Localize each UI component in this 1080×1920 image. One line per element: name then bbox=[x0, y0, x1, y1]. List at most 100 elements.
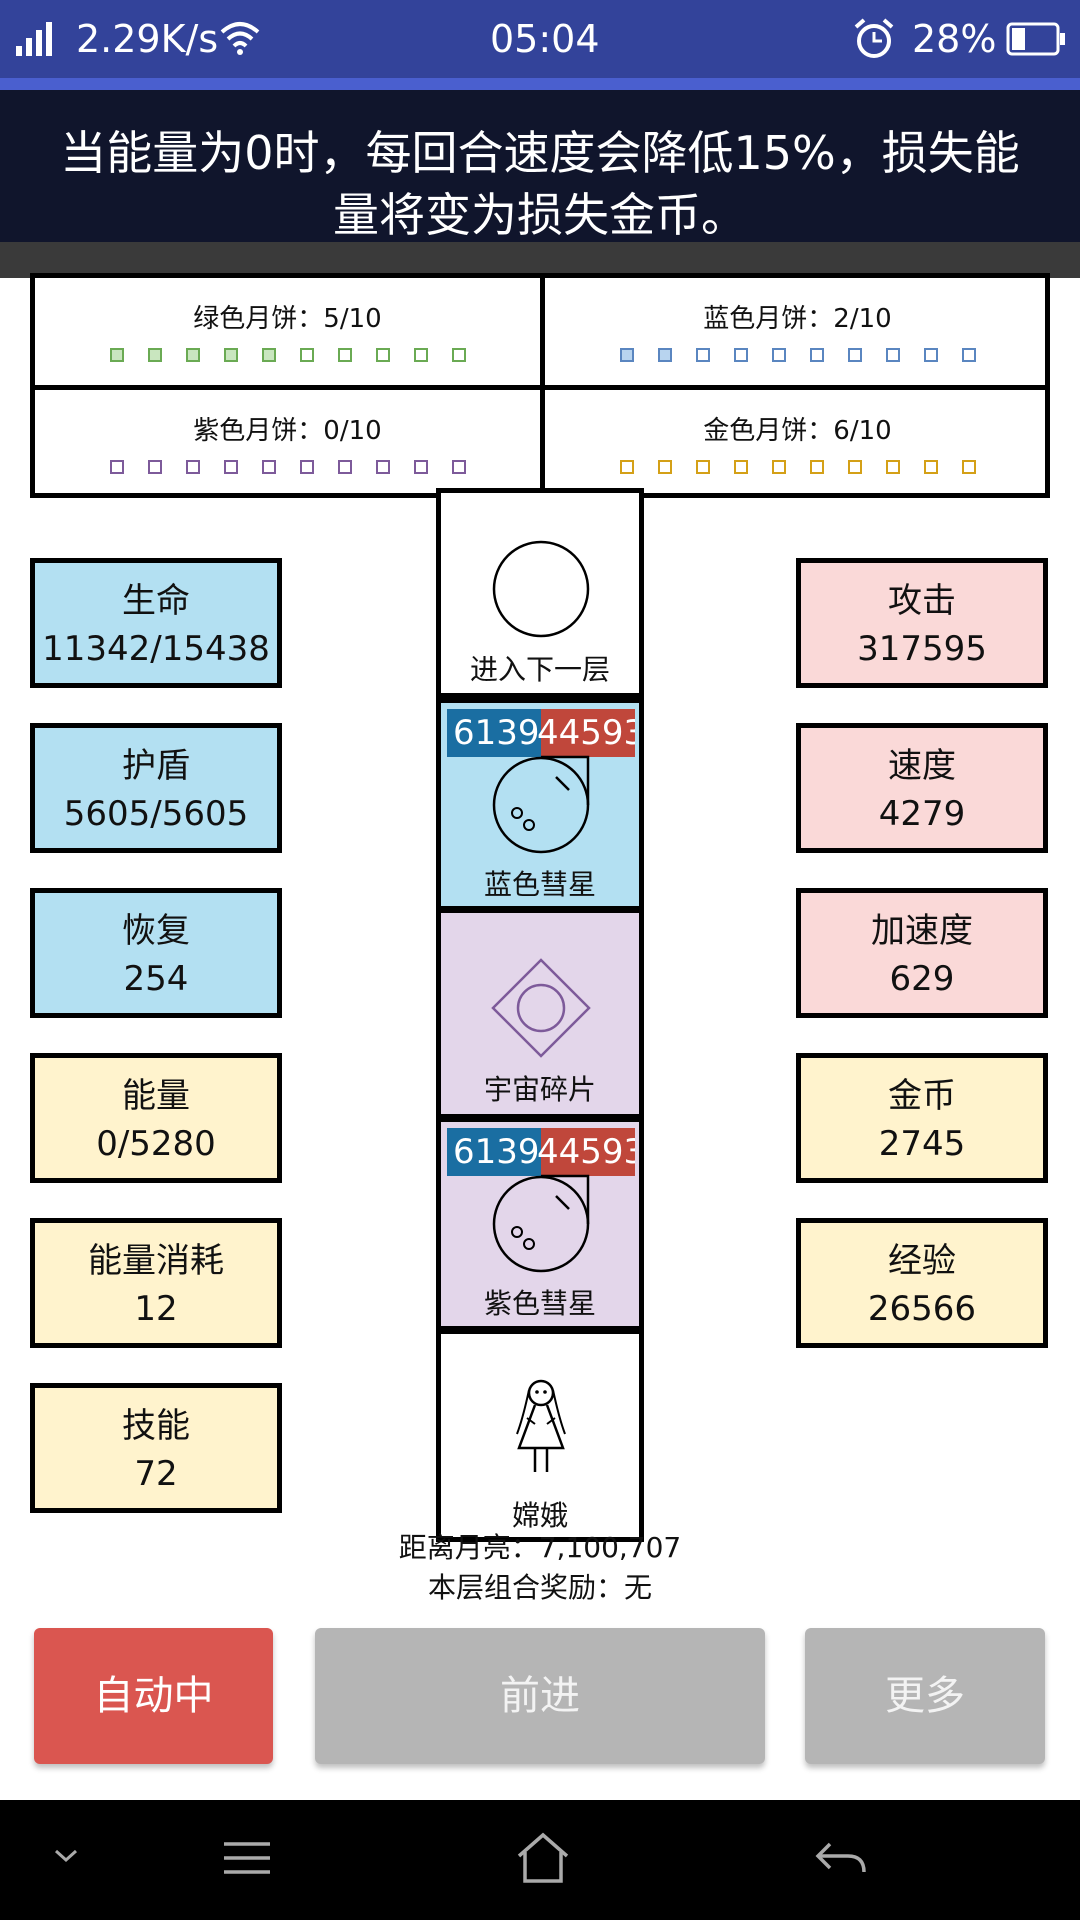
mooncake-collected bbox=[185, 348, 200, 362]
mooncake-empty bbox=[223, 460, 238, 474]
mooncake-empty bbox=[147, 460, 162, 474]
mooncake-progress-grid: 绿色月饼：5/10 蓝色月饼：2/10 紫色月饼：0/10 金色月饼：6/10 bbox=[30, 273, 1050, 498]
comet-icon bbox=[491, 755, 591, 859]
enemy-cell-purple-comet[interactable]: 6139 44593 紫色彗星 bbox=[436, 1117, 644, 1331]
stat-value: 317595 bbox=[857, 629, 987, 669]
network-speed: 2.29K/s bbox=[76, 17, 219, 61]
enemy-name: 紫色彗星 bbox=[483, 1287, 596, 1320]
stat-energy-cost: 能量消耗 12 bbox=[30, 1218, 282, 1348]
player-cell[interactable]: 嫦娥 bbox=[436, 1329, 644, 1542]
distance-to-moon: 距离月亮：7,100,707 bbox=[398, 1531, 682, 1564]
next-floor-label: 进入下一层 bbox=[469, 653, 610, 686]
mooncake-empty bbox=[451, 348, 466, 362]
mooncake-empty bbox=[657, 460, 672, 474]
stat-value: 4279 bbox=[878, 794, 966, 834]
mooncake-empty bbox=[733, 460, 748, 474]
mooncake-empty bbox=[375, 348, 390, 362]
enemy-hp-max: 44593 bbox=[537, 1132, 635, 1172]
mooncake-green: 绿色月饼：5/10 bbox=[35, 278, 540, 386]
stat-name: 加速度 bbox=[871, 911, 973, 951]
stat-name: 金币 bbox=[888, 1076, 956, 1116]
menu-icon[interactable] bbox=[222, 1840, 272, 1880]
stat-energy: 能量 0/5280 bbox=[30, 1053, 282, 1183]
mooncake-collected bbox=[619, 348, 634, 362]
stat-health: 生命 11342/15438 bbox=[30, 558, 282, 688]
mooncake-gold: 金色月饼：6/10 bbox=[545, 390, 1050, 498]
stat-speed: 速度 4279 bbox=[796, 723, 1048, 853]
stat-value: 2745 bbox=[878, 1124, 966, 1164]
toast-shadow bbox=[0, 242, 1080, 278]
stat-skill: 技能 72 bbox=[30, 1383, 282, 1513]
enemy-name: 蓝色彗星 bbox=[483, 868, 596, 901]
mooncake-purple: 紫色月饼：0/10 bbox=[35, 390, 540, 498]
enemy-cell-blue-comet[interactable]: 6139 44593 蓝色彗星 bbox=[436, 698, 644, 911]
mooncake-collected bbox=[261, 348, 276, 362]
mooncake-dots bbox=[545, 460, 1050, 474]
more-button[interactable]: 更多 bbox=[805, 1628, 1045, 1764]
stat-name: 能量 bbox=[122, 1076, 190, 1116]
mooncake-empty bbox=[885, 348, 900, 362]
mooncake-empty bbox=[299, 348, 314, 362]
stat-experience: 经验 26566 bbox=[796, 1218, 1048, 1348]
chevron-down-icon[interactable] bbox=[54, 1848, 78, 1868]
stat-value: 11342/15438 bbox=[42, 629, 270, 669]
wifi-icon bbox=[218, 20, 262, 60]
hp-bar-blue bbox=[447, 709, 541, 757]
portal-circle-icon bbox=[491, 539, 591, 643]
mooncake-dots bbox=[35, 348, 540, 362]
mooncake-label: 紫色月饼：0/10 bbox=[193, 416, 382, 446]
mooncake-dots bbox=[35, 460, 540, 474]
hp-bar-blue bbox=[447, 1128, 541, 1176]
stat-name: 经验 bbox=[888, 1241, 956, 1281]
battery-icon bbox=[1006, 22, 1066, 60]
mooncake-empty bbox=[337, 460, 352, 474]
fragment-cell[interactable]: 宇宙碎片 bbox=[436, 908, 644, 1119]
status-bar-accent bbox=[0, 78, 1080, 90]
stat-name: 速度 bbox=[888, 746, 956, 786]
mooncake-empty bbox=[413, 460, 428, 474]
auto-button[interactable]: 自动中 bbox=[34, 1628, 273, 1764]
cosmic-fragment-icon bbox=[491, 958, 591, 1062]
mooncake-empty bbox=[299, 460, 314, 474]
forward-button[interactable]: 前进 bbox=[315, 1628, 765, 1764]
mooncake-blue: 蓝色月饼：2/10 bbox=[545, 278, 1050, 386]
mooncake-collected bbox=[147, 348, 162, 362]
mooncake-label: 金色月饼：6/10 bbox=[703, 416, 892, 446]
mooncake-empty bbox=[375, 460, 390, 474]
mooncake-empty bbox=[847, 460, 862, 474]
mooncake-empty bbox=[961, 348, 976, 362]
enemy-hp-value: 6139 bbox=[453, 1132, 540, 1172]
stat-value: 254 bbox=[123, 959, 189, 999]
stat-gold: 金币 2745 bbox=[796, 1053, 1048, 1183]
mooncake-empty bbox=[923, 460, 938, 474]
stat-name: 攻击 bbox=[888, 581, 956, 621]
stat-value: 5605/5605 bbox=[63, 794, 249, 834]
clock: 05:04 bbox=[490, 17, 600, 61]
stat-value: 12 bbox=[134, 1289, 178, 1329]
stat-name: 生命 bbox=[122, 581, 190, 621]
navigation-bar bbox=[0, 1800, 1080, 1920]
stat-attack: 攻击 317595 bbox=[796, 558, 1048, 688]
grid-divider bbox=[35, 385, 1045, 390]
stat-name: 恢复 bbox=[122, 911, 190, 951]
home-icon[interactable] bbox=[516, 1832, 570, 1888]
enemy-hp-max: 44593 bbox=[537, 713, 635, 753]
mooncake-empty bbox=[695, 348, 710, 362]
mooncake-empty bbox=[809, 460, 824, 474]
signal-icon bbox=[16, 22, 56, 60]
stat-regen: 恢复 254 bbox=[30, 888, 282, 1018]
toast-message: 当能量为0时，每回合速度会降低15%，损失能量将变为损失金币。 bbox=[0, 90, 1080, 242]
hp-bar-red bbox=[541, 709, 635, 757]
fragment-label: 宇宙碎片 bbox=[483, 1073, 596, 1106]
enemy-hp-bar: 6139 44593 bbox=[447, 709, 635, 757]
back-icon[interactable] bbox=[814, 1840, 868, 1880]
mooncake-empty bbox=[733, 348, 748, 362]
mooncake-empty bbox=[809, 348, 824, 362]
mooncake-empty bbox=[337, 348, 352, 362]
mooncake-empty bbox=[695, 460, 710, 474]
stat-value: 0/5280 bbox=[96, 1124, 216, 1164]
mooncake-collected bbox=[223, 348, 238, 362]
next-floor-cell[interactable]: 进入下一层 bbox=[436, 488, 644, 698]
mooncake-collected bbox=[109, 348, 124, 362]
stat-value: 629 bbox=[889, 959, 955, 999]
